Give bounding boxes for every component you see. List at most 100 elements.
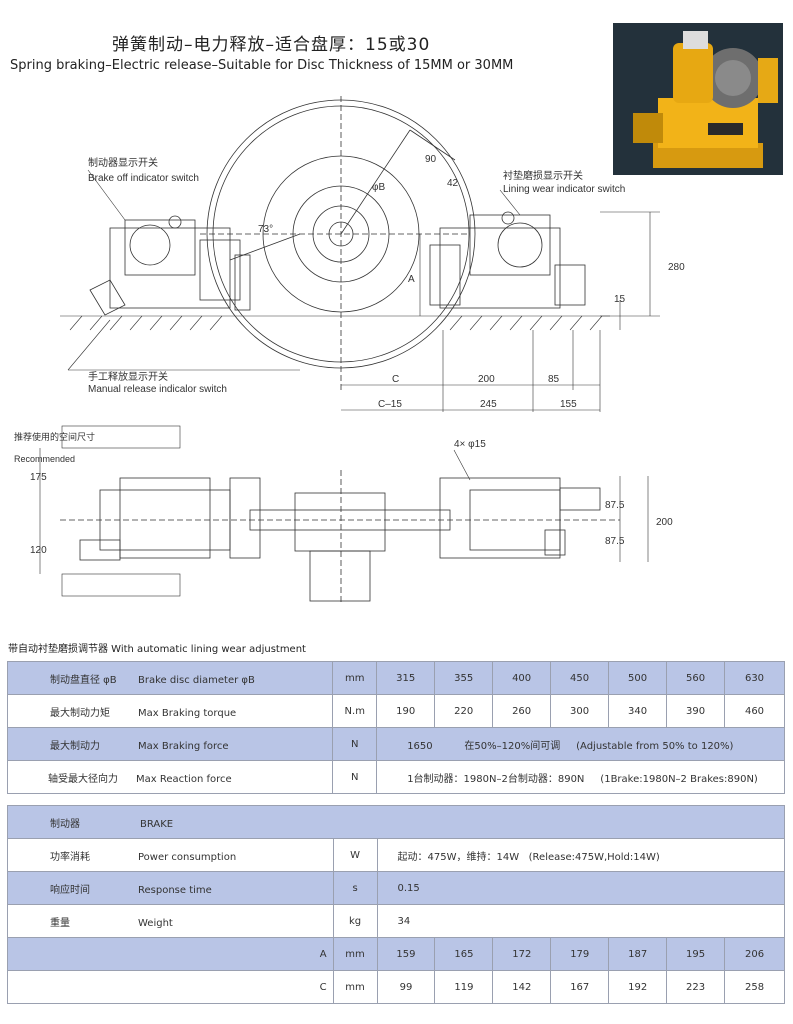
force-unit: N [332, 727, 378, 761]
disc-unit: mm [332, 661, 378, 695]
dim-A: A [408, 274, 415, 285]
dim-280: 280 [668, 262, 685, 273]
manual-switch-en: Manual release indicalor switch [88, 384, 227, 395]
reaction-label-zh: 轴受最大径向力 [48, 773, 118, 785]
force-label-en: Max Braking force [138, 740, 229, 752]
reaction-unit: N [332, 760, 378, 794]
dim-C-value: 142 [492, 970, 552, 1004]
row-braking-torque: 最大制动力矩 Max Braking torque N.m 190 220 260… [6, 694, 785, 728]
dim-C-value: 192 [608, 970, 668, 1004]
dim-200-plan: 200 [656, 517, 673, 528]
dim-87-5-bottom: 87.5 [605, 536, 625, 547]
power-unit: W [332, 838, 378, 872]
recommended-space-en: Recommended [14, 454, 75, 464]
dim-C-label: C [7, 970, 334, 1004]
plan-view [39, 425, 649, 605]
lining-switch-en: Lining wear indicator switch [503, 184, 625, 195]
dim-42: 42 [447, 178, 459, 189]
response-label-en: Response time [138, 884, 212, 896]
torque-label-en: Max Braking torque [138, 707, 237, 719]
brake-header-en: BRAKE [140, 818, 174, 830]
weight-label-zh: 重量 [50, 917, 70, 929]
torque-value: 460 [724, 694, 785, 728]
right-brake-drawing [429, 211, 586, 309]
torque-value: 390 [666, 694, 725, 728]
row-dim-A: A mm 159 165 172 179 187 195 206 [7, 937, 785, 971]
dim-73-angle: 73° [258, 224, 273, 235]
ground-line [60, 315, 610, 331]
technical-drawing: 制动器显示开关 Brake off indicator switch 衬垫磨损显… [14, 96, 685, 605]
weight-value: 34 [376, 904, 786, 938]
dim-C-value: 167 [550, 970, 610, 1004]
manual-switch-zh: 手工释放显示开关 [88, 370, 168, 383]
spec-table-2: 制动器 BRAKE 功率消耗 Power consumption W 起动：475W… [7, 805, 786, 1004]
product-photo [613, 23, 783, 175]
dim-A-value: 187 [608, 937, 668, 971]
row-disc-diameter: 制动盘直径 φB Brake disc diameter φB mm 315 35… [6, 661, 785, 695]
row-dim-C: C mm 99 119 142 167 192 223 258 [7, 970, 785, 1004]
dim-A-label: A [7, 937, 334, 971]
dim-A-value: 179 [550, 937, 610, 971]
page-subtitle: Spring braking–Electric release–Suitable… [10, 58, 514, 73]
brake-header-zh: 制动器 [50, 818, 80, 830]
dim-C-value: 119 [434, 970, 494, 1004]
dim-holes: 4× φ15 [454, 439, 486, 450]
row-power: 功率消耗 Power consumption W 起动：475W，维持：14W (… [7, 838, 786, 872]
dim-C: C [392, 374, 399, 385]
dim-245: 245 [480, 399, 497, 410]
left-brake-drawing [89, 215, 251, 316]
force-value: 1650 在50%–120%间可调 (Adjustable from 50% t… [376, 727, 785, 761]
recommended-space-zh: 推荐使用的空间尺寸 [14, 431, 95, 442]
brake-disc [200, 96, 476, 390]
dim-85: 85 [548, 374, 560, 385]
dim-C-unit: mm [332, 970, 378, 1004]
dim-C-value: 99 [376, 970, 436, 1004]
response-unit: s [332, 871, 378, 905]
disc-value: 630 [724, 661, 785, 695]
dim-phiB: φB [372, 182, 385, 193]
dim-A-value: 172 [492, 937, 552, 971]
disc-label-zh: 制动盘直径 φB [50, 674, 117, 686]
brake-off-switch-zh: 制动器显示开关 [88, 156, 158, 169]
power-label-en: Power consumption [138, 851, 237, 863]
lining-switch-zh: 衬垫磨损显示开关 [503, 169, 583, 182]
torque-value: 260 [492, 694, 552, 728]
dim-A-value: 159 [376, 937, 436, 971]
disc-value: 500 [608, 661, 668, 695]
spec-table-1: 制动盘直径 φB Brake disc diameter φB mm 315 35… [6, 661, 785, 794]
dim-120: 120 [30, 545, 47, 556]
dim-A-value: 206 [724, 937, 785, 971]
dim-175: 175 [30, 472, 47, 483]
disc-value: 355 [434, 661, 494, 695]
dim-90: 90 [425, 154, 437, 165]
disc-value: 560 [666, 661, 725, 695]
reaction-label-en: Max Reaction force [136, 773, 232, 785]
disc-value: 315 [376, 661, 436, 695]
dimension-lines [67, 169, 660, 412]
response-value: 0.15 [376, 871, 786, 905]
page-title: 弹簧制动–电力释放–适合盘厚：15或30 [112, 35, 431, 55]
dim-C-15: C–15 [378, 399, 402, 410]
brake-off-switch-en: Brake off indicator switch [88, 173, 199, 184]
torque-label-zh: 最大制动力矩 [50, 707, 110, 719]
torque-value: 220 [434, 694, 494, 728]
torque-unit: N.m [332, 694, 378, 728]
dim-A-value: 195 [666, 937, 726, 971]
weight-unit: kg [332, 904, 378, 938]
dim-C-value: 258 [724, 970, 785, 1004]
disc-label-en: Brake disc diameter φB [138, 674, 255, 686]
table-caption: 带自动衬垫磨损调节器 With automatic lining wear ad… [8, 644, 306, 655]
dim-200: 200 [478, 374, 495, 385]
dim-15: 15 [614, 294, 626, 305]
dim-A-value: 165 [434, 937, 494, 971]
power-value: 起动：475W，维持：14W (Release:475W,Hold:14W) [376, 838, 786, 872]
torque-value: 340 [608, 694, 668, 728]
torque-value: 190 [376, 694, 436, 728]
dim-155: 155 [560, 399, 577, 410]
power-label-zh: 功率消耗 [50, 851, 90, 863]
dim-87-5-top: 87.5 [605, 500, 625, 511]
